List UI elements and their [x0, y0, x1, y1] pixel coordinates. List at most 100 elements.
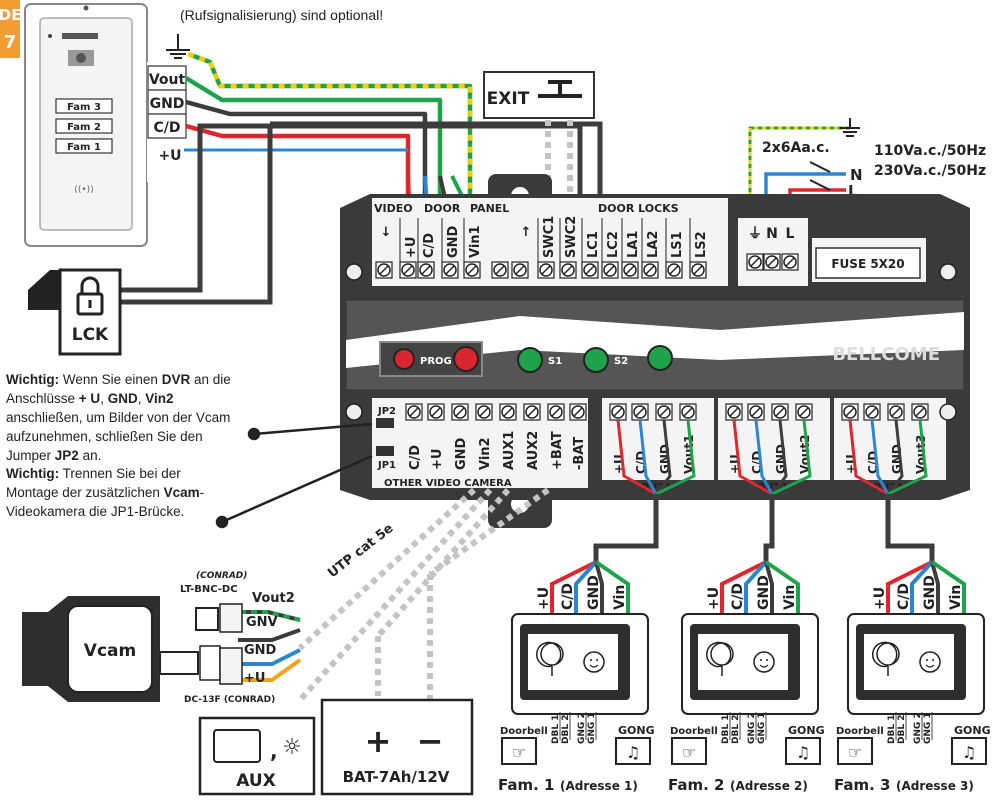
terminal-screw-icon	[609, 403, 627, 421]
terminal-screw-icon	[581, 261, 599, 279]
out-label: OUT1	[641, 482, 671, 493]
pin-label: GNG 1	[757, 712, 767, 744]
family-label: Fam. 1	[498, 776, 554, 794]
note-keyword: JP2	[54, 448, 79, 463]
arrow-up-icon: ↑	[521, 225, 532, 240]
monitor-wire-label: C/D	[560, 583, 576, 610]
gong-label: GONG	[788, 724, 825, 737]
s1-label: S1	[548, 356, 562, 367]
mount-screw-icon	[345, 403, 363, 421]
battery-box: + − BAT-7Ah/12V	[320, 698, 474, 796]
terminal-label: Vin2	[478, 437, 493, 470]
note-jp1: Wichtig: Trennen Sie bei der Montage der…	[6, 464, 220, 521]
tree-icon	[871, 641, 900, 676]
name-button-fam2	[55, 118, 113, 134]
terminal-screw-icon	[569, 403, 587, 421]
vcam-wires	[238, 610, 302, 682]
terminal-screw-icon	[441, 261, 459, 279]
controller-unit: FUSE 5X20 VIDEO DOOR PANEL DOOR LOCKS ↓ …	[340, 194, 970, 534]
gong-label: GONG	[954, 724, 991, 737]
terminal-screw-icon	[725, 403, 743, 421]
wire-label: +U	[158, 148, 181, 164]
monitor-wire-label: +U	[872, 587, 888, 610]
terminal-screw-icon	[863, 403, 881, 421]
utp-cables	[297, 487, 550, 703]
terminal-screw-icon	[417, 261, 435, 279]
terminal-label: LS1	[670, 231, 685, 258]
doorbell-label: Doorbell	[670, 726, 718, 737]
terminal-label: Vin1	[468, 225, 483, 258]
ground-terminal-icon: ⏚	[748, 226, 762, 242]
terminal-screw-icon	[621, 261, 639, 279]
s1-button	[517, 347, 543, 373]
terminal-label: +BAT	[550, 431, 565, 470]
neutral-label: N	[850, 166, 863, 184]
wire-label: GND	[150, 96, 185, 112]
ground-icon	[166, 34, 190, 59]
terminal-screw-icon	[491, 261, 509, 279]
s2-button	[583, 347, 609, 373]
terminal-screw-icon	[399, 261, 417, 279]
wire-label: Vout2	[252, 591, 295, 606]
gong-label: GONG	[618, 724, 655, 737]
wire-label: C/D	[153, 120, 180, 136]
note-text: -Videokamera die JP1-Brücke.	[6, 485, 205, 519]
screw-icon	[83, 5, 89, 11]
s2-label: S2	[614, 356, 628, 367]
terminal-label: C/D	[408, 445, 423, 470]
battery-label: BAT-7Ah/12V	[343, 768, 450, 786]
pin-label: DBL 1	[551, 715, 561, 744]
dc-plug-icon	[159, 651, 199, 675]
jp1-label: JP1	[377, 460, 396, 471]
lock-wires	[95, 121, 603, 305]
address-label: (Adresse 1)	[560, 779, 638, 793]
name-label: Fam 1	[67, 142, 101, 153]
mount-screw-icon	[345, 263, 363, 281]
brand-logo: BELLCOME	[832, 344, 940, 365]
terminal-screw-icon	[375, 261, 393, 279]
terminal-screw-icon	[511, 261, 529, 279]
panel-wire-labels: Vout GND C/D +U	[147, 65, 187, 164]
monitor-wire-label: +U	[706, 587, 722, 610]
jumper-jp2	[376, 418, 394, 428]
family-label: Fam. 3	[834, 776, 890, 794]
pin-label: DBL 2	[561, 715, 571, 744]
note-text: ,	[137, 391, 146, 406]
language-badge: DE 7	[0, 0, 21, 58]
panel-wires	[184, 51, 498, 220]
smiley-icon	[919, 651, 941, 673]
monitor-wire-label: Vin	[612, 585, 628, 610]
svg-text:☞: ☞	[848, 743, 862, 762]
prog-led-icon	[393, 348, 415, 370]
note-text: Wenn Sie einen	[59, 372, 162, 387]
other-camera-label: OTHER VIDEO CAMERA	[384, 478, 512, 489]
dc-label: DC-13F (CONRAD)	[184, 695, 275, 705]
exit-button: EXIT	[483, 71, 595, 119]
wire-label: Vout	[149, 72, 186, 88]
svg-text:☞: ☞	[512, 743, 526, 762]
push-button-icon	[538, 80, 582, 98]
family-label: Fam. 2	[668, 776, 724, 794]
terminal-label: LA2	[646, 231, 661, 258]
bnc-connector-icon	[195, 607, 219, 631]
terminal-label: LS2	[694, 231, 709, 258]
terminal-screw-icon	[747, 403, 765, 421]
doorbell-button-icon: ☞	[837, 737, 873, 765]
name-button-fam3	[55, 98, 113, 114]
terminal-label: GND	[446, 225, 461, 258]
wire-label: GNV	[246, 615, 278, 630]
monitor-wire-label: +U	[536, 587, 552, 610]
terminal-label: LC1	[586, 231, 601, 258]
vcam-label: Vcam	[84, 641, 136, 661]
doorbell-label: Doorbell	[500, 726, 548, 737]
terminal-screw-icon	[911, 403, 929, 421]
note-text: an die Anschlüsse	[6, 372, 231, 406]
voltage-110: 110Va.c./50Hz	[874, 143, 986, 159]
terminal-label: LC2	[606, 231, 621, 258]
padlock-icon	[76, 276, 104, 316]
fuse-label: FUSE 5X20	[831, 257, 904, 271]
pin-label: DBL 2	[897, 715, 907, 744]
terminal-screw-icon	[523, 403, 541, 421]
terminal-label: SWC2	[564, 216, 579, 258]
out-label: OUT2	[757, 482, 787, 493]
